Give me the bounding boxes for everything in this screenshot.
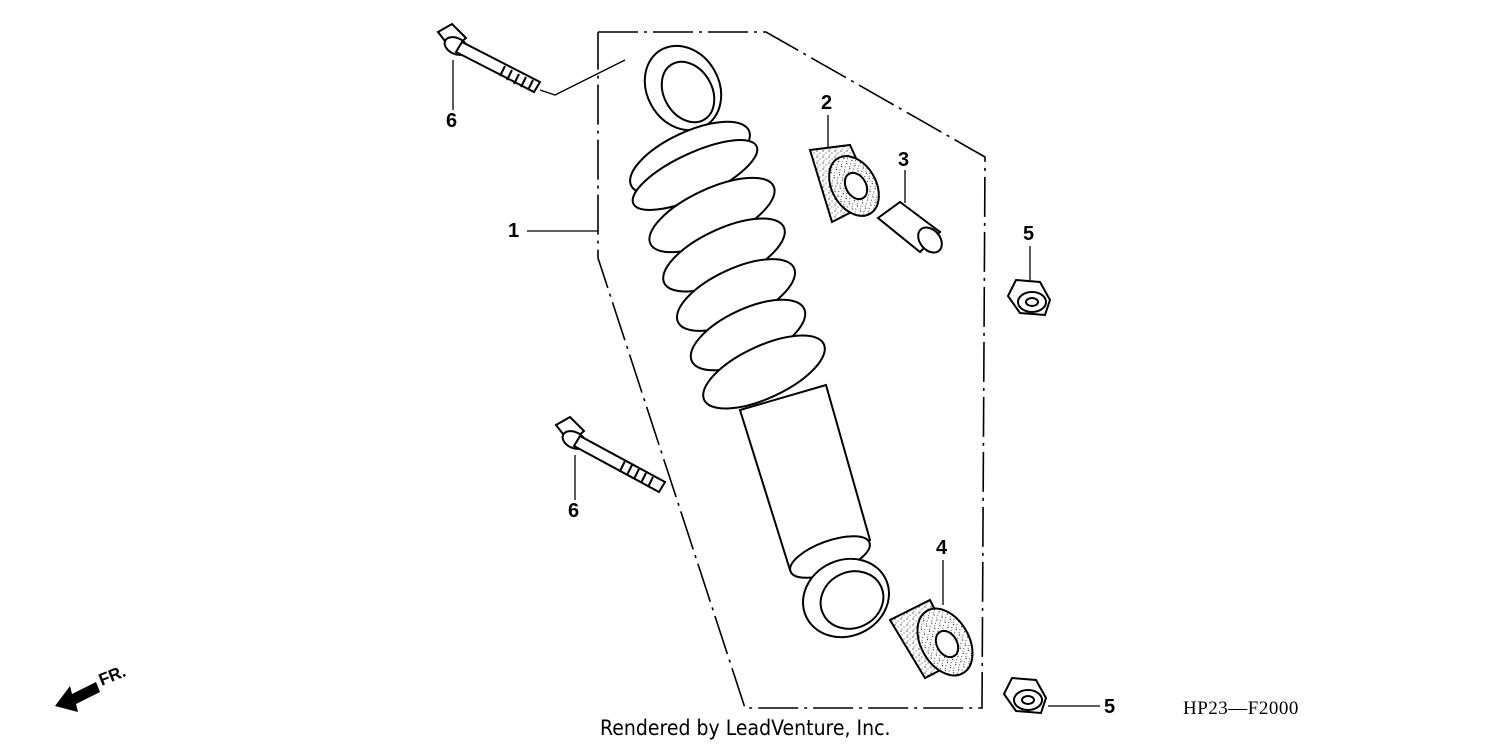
flange-bolt-upper	[436, 22, 542, 94]
footer-credit: Rendered by LeadVenture, Inc.	[600, 716, 891, 740]
collar	[876, 200, 943, 254]
callout-1: 1	[508, 220, 520, 242]
shock-absorber-assembly	[629, 44, 890, 639]
callout-2: 2	[821, 92, 833, 114]
diagram-code: HP23—F2000	[1183, 698, 1299, 719]
callout-5-upper: 5	[1023, 223, 1035, 245]
callout-5-lower: 5	[1104, 696, 1116, 718]
bushing-lower	[888, 598, 974, 680]
flange-bolt-lower	[554, 415, 667, 494]
leader-lines	[452, 59, 1100, 707]
callout-6-upper: 6	[446, 110, 458, 132]
assembly-boundary	[597, 31, 986, 709]
front-arrow-icon	[55, 682, 100, 712]
bushing-upper	[808, 143, 880, 224]
callout-3: 3	[898, 149, 910, 171]
flange-nut-lower	[1002, 676, 1048, 715]
callout-4: 4	[936, 537, 948, 559]
flange-nut-upper	[1006, 278, 1052, 317]
callout-6-lower: 6	[568, 500, 580, 522]
